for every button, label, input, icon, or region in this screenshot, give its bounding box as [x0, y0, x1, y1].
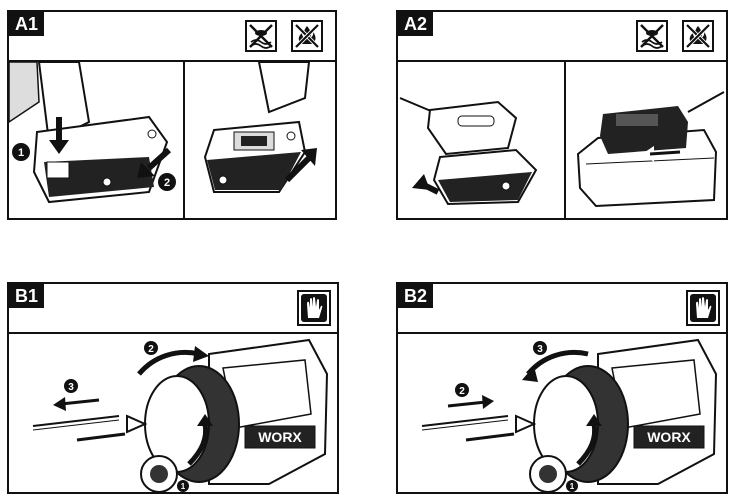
panel-b2: B2 WORX	[396, 282, 728, 494]
panel-b1: B1 WORX	[7, 282, 339, 494]
panel-a1-divider	[183, 62, 185, 218]
step-badge-2	[455, 383, 469, 397]
step-badge-1-text: 1	[18, 147, 24, 159]
no-fire-icon	[291, 20, 323, 52]
step-badge-1	[12, 143, 30, 161]
panel-b1-illustration: WORX 1 2 3	[9, 334, 337, 492]
panel-a1-label: A1	[9, 12, 45, 36]
step-badge-3-text: 3	[68, 382, 74, 393]
panel-a2: A2	[396, 10, 728, 220]
brand-logo	[633, 425, 705, 449]
step-badge-1	[566, 480, 578, 492]
brand-logo-text: WORX	[258, 429, 302, 445]
step-badge-1-text: 1	[181, 482, 186, 491]
step-badge-3	[64, 379, 78, 393]
panel-b2-illustration: WORX 1 2 3	[398, 334, 726, 492]
panel-b1-label: B1	[9, 284, 45, 308]
panel-b1-header: B1	[9, 284, 337, 334]
brand-logo-text: WORX	[647, 429, 691, 445]
no-fire-icon	[682, 20, 714, 52]
step-badge-2-text: 2	[459, 386, 465, 397]
no-water-icon	[636, 20, 668, 52]
glove-icon	[686, 290, 720, 326]
step-badge-2-text: 2	[148, 344, 154, 355]
step-badge-2-text: 2	[164, 177, 170, 189]
step-badge-3	[533, 341, 547, 355]
step-badge-2	[158, 173, 176, 191]
panel-a2-illustration	[398, 62, 726, 218]
panel-a1-illustration: 1 2	[9, 62, 335, 218]
panel-a2-header: A2	[398, 12, 726, 62]
step-badge-2	[144, 341, 158, 355]
brand-logo	[244, 425, 316, 449]
step-badge-3-text: 3	[537, 344, 543, 355]
panel-a2-divider	[564, 62, 566, 218]
step-badge-1-text: 1	[570, 482, 575, 491]
panel-a1-header: A1	[9, 12, 335, 62]
no-water-icon	[245, 20, 277, 52]
panel-b2-label: B2	[398, 284, 434, 308]
glove-icon	[297, 290, 331, 326]
panel-a2-label: A2	[398, 12, 434, 36]
panel-b2-header: B2	[398, 284, 726, 334]
panel-a1: A1	[7, 10, 337, 220]
step-badge-1	[177, 480, 189, 492]
